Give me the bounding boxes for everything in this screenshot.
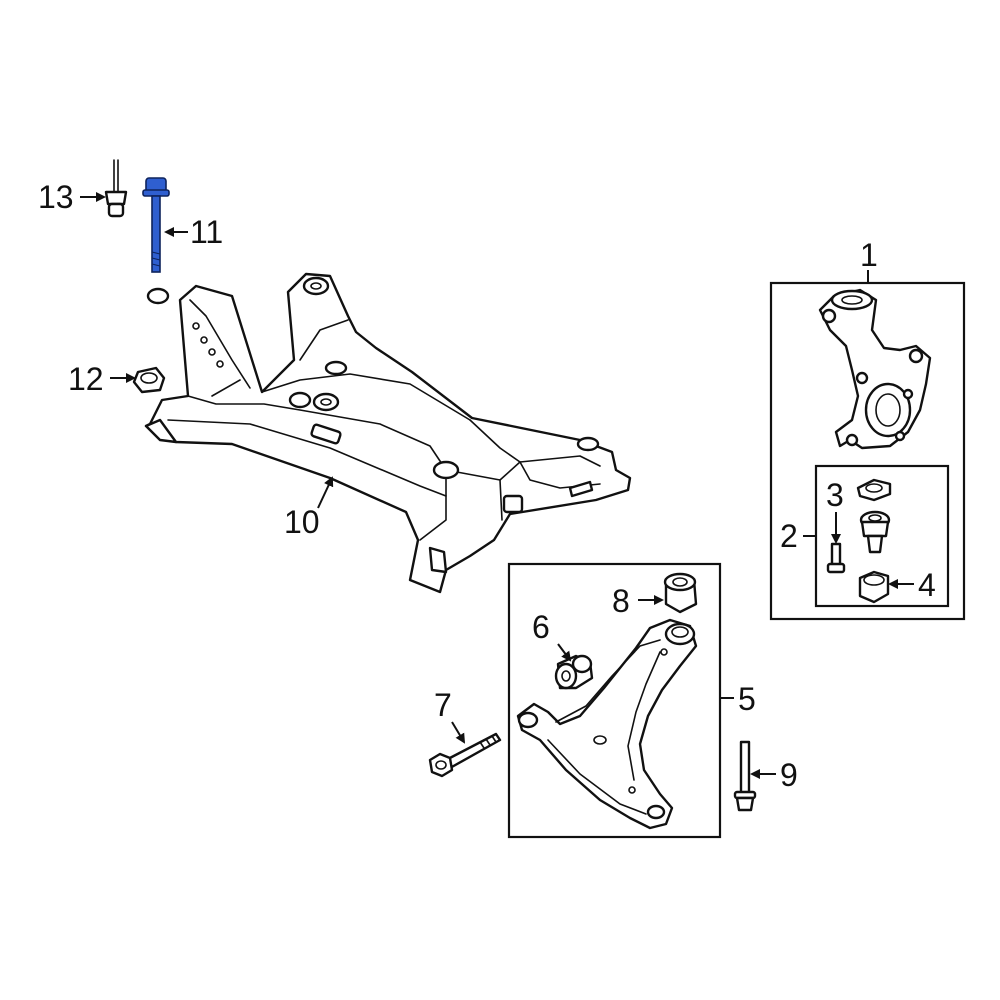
- part-6-bushing[interactable]: [554, 654, 594, 690]
- part-11-bolt[interactable]: [142, 177, 170, 273]
- callout-3: 3: [826, 477, 844, 513]
- callout-13: 13: [38, 179, 74, 215]
- callout-6: 6: [532, 609, 550, 645]
- callout-9: 9: [780, 757, 798, 793]
- leader-6: [557, 643, 572, 662]
- part-5-control-arm[interactable]: [516, 618, 698, 830]
- part-9-bolt[interactable]: [733, 740, 757, 812]
- callout-4: 4: [918, 567, 936, 603]
- part-1-knuckle[interactable]: [818, 288, 932, 450]
- group-box-1: [769, 281, 966, 621]
- leader-10: [317, 476, 334, 509]
- part-13-stud[interactable]: [104, 159, 128, 218]
- part-10-subframe[interactable]: [144, 272, 632, 594]
- callout-7: 7: [434, 687, 452, 723]
- part-7-bolt[interactable]: [428, 732, 502, 778]
- part-4-nut[interactable]: [858, 570, 890, 604]
- callout-11: 11: [190, 214, 223, 250]
- part-8-bushing[interactable]: [663, 572, 698, 614]
- part-2-ball-joint[interactable]: [859, 510, 891, 554]
- callout-10: 10: [284, 504, 320, 540]
- part-3-bolt[interactable]: [826, 542, 846, 574]
- leader-7: [451, 721, 466, 744]
- part-12-nut[interactable]: [132, 366, 166, 394]
- group-box-5: [507, 562, 722, 839]
- callout-2: 2: [780, 518, 798, 554]
- callout-5: 5: [738, 681, 756, 717]
- part-2-ball-joint-shield[interactable]: [856, 478, 892, 502]
- callout-8: 8: [612, 583, 630, 619]
- callout-12: 12: [68, 361, 104, 397]
- callout-1: 1: [860, 237, 878, 273]
